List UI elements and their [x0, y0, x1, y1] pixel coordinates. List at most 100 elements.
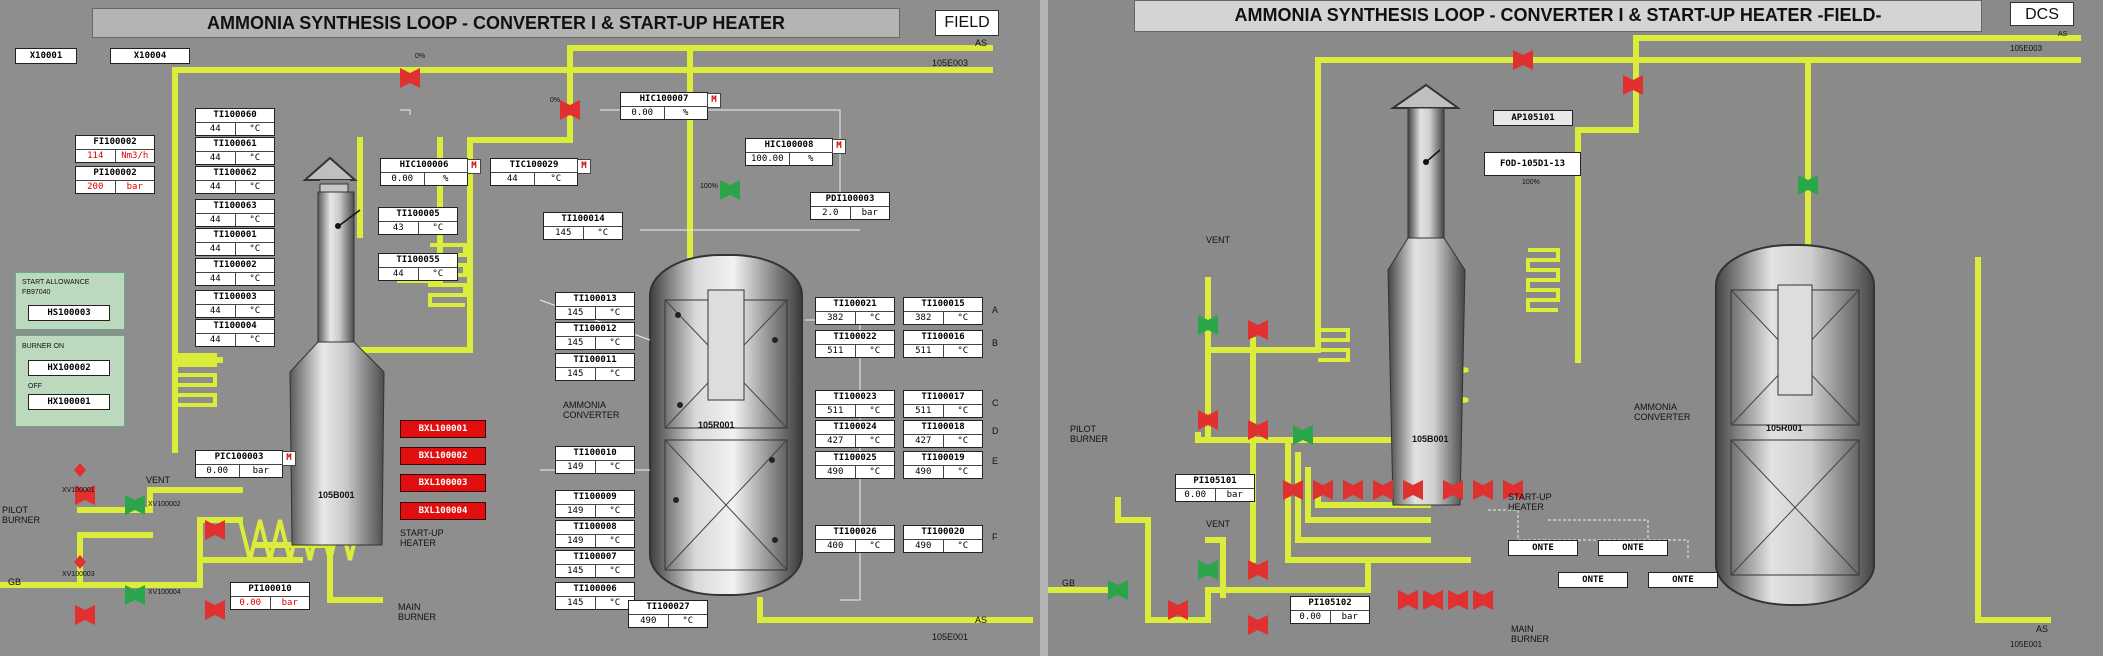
- onte-button-1[interactable]: ONTE: [1508, 540, 1578, 556]
- alarm-bxl100002[interactable]: BXL100002: [400, 447, 486, 465]
- ti-unit: °C: [595, 597, 634, 609]
- heater-id: 105B001: [318, 490, 355, 500]
- ti-value: 145: [556, 307, 596, 319]
- ti-name: TI100063: [196, 200, 274, 214]
- dcs-process-graphic: [1048, 35, 2081, 635]
- hx100002-button[interactable]: HX100002: [28, 360, 110, 376]
- ti-value: 511: [904, 345, 944, 357]
- fod-tag[interactable]: FOD-105D1-13: [1484, 152, 1581, 176]
- ti-unit: °C: [855, 405, 894, 417]
- field-title: AMMONIA SYNTHESIS LOOP - CONVERTER I & S…: [92, 8, 900, 38]
- dcs-converter-id: 105R001: [1766, 423, 1803, 433]
- ti-value: 44: [379, 268, 419, 280]
- zone-letter-e: E: [992, 456, 999, 466]
- hx100001-button[interactable]: HX100001: [28, 394, 110, 410]
- ti-value: 44: [196, 273, 236, 285]
- ti-name: TI100023: [816, 391, 894, 405]
- field-mode-badge[interactable]: FIELD: [935, 10, 999, 36]
- ti-name: TI100055: [379, 254, 457, 268]
- dcs-mode-badge[interactable]: DCS: [2010, 2, 2074, 26]
- ti-name: TI100025: [816, 452, 894, 466]
- ti-name: TI100026: [816, 526, 894, 540]
- hs100003-button[interactable]: HS100003: [28, 305, 110, 321]
- burner-off-label: OFF: [28, 383, 42, 390]
- converter-label: AMMONIA CONVERTER: [563, 400, 620, 420]
- onte-button-3[interactable]: ONTE: [1558, 572, 1628, 588]
- dcs-startup-heater-label: START-UP HEATER: [1508, 492, 1552, 512]
- ti-unit: °C: [595, 505, 634, 517]
- alarm-bxl100001[interactable]: BXL100001: [400, 420, 486, 438]
- ti-value: 490: [629, 615, 669, 627]
- ti-value: 43: [379, 222, 419, 234]
- controller-unit: %: [789, 153, 832, 165]
- onte-button-4[interactable]: ONTE: [1648, 572, 1718, 588]
- ap-tag[interactable]: AP105101: [1493, 110, 1573, 126]
- pi-name: PI105101: [1176, 475, 1254, 489]
- alarm-bxl100003[interactable]: BXL100003: [400, 474, 486, 492]
- ti-value: 44: [196, 123, 236, 135]
- ti-value: 149: [556, 461, 596, 473]
- controller-name: HIC100006: [381, 159, 467, 173]
- onte-button-2[interactable]: ONTE: [1598, 540, 1668, 556]
- manual-mode-flag: M: [832, 139, 846, 154]
- controller-value: 44: [491, 173, 535, 185]
- dcs-valves[interactable]: [1108, 50, 1818, 635]
- top-tag-1[interactable]: X10001: [15, 48, 77, 64]
- ti-name: TI100012: [556, 323, 634, 337]
- alarm-bxl100004[interactable]: BXL100004: [400, 502, 486, 520]
- ti-value: 400: [816, 540, 856, 552]
- ti-name: TI100002: [196, 259, 274, 273]
- dcs-as-top-label: AS: [2058, 31, 2068, 38]
- field-valves[interactable]: [74, 68, 740, 625]
- ti-value: 511: [816, 405, 856, 417]
- zone-letter-f: F: [992, 532, 998, 542]
- ti-unit: °C: [595, 535, 634, 547]
- top-tag-2[interactable]: X10004: [110, 48, 190, 64]
- ti-unit: °C: [943, 405, 982, 417]
- ti-unit: °C: [418, 268, 457, 280]
